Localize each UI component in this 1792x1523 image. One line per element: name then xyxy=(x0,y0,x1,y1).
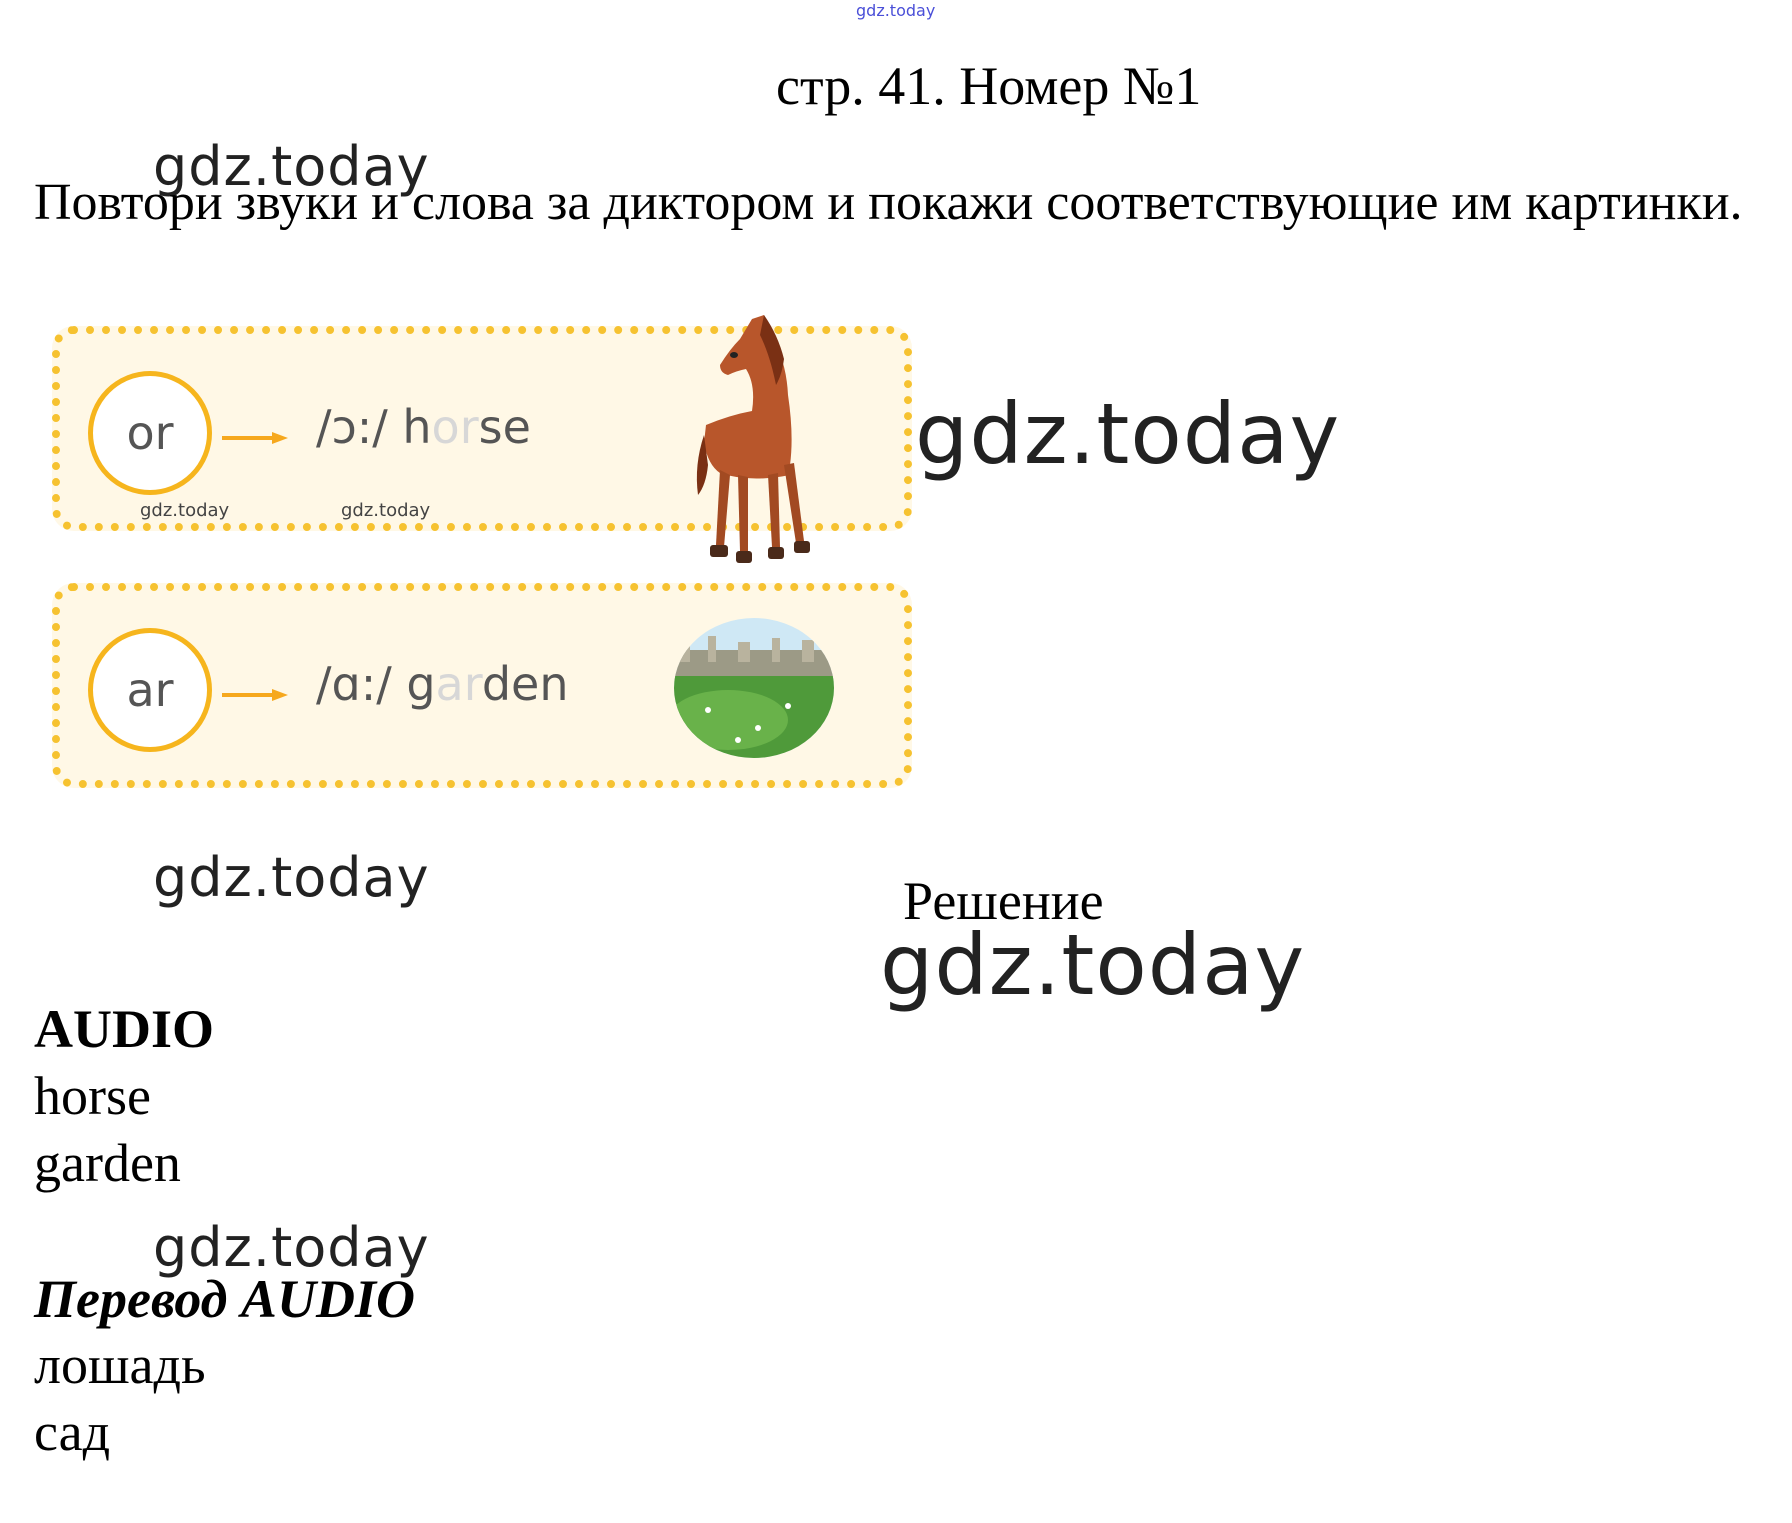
letters-circle: or xyxy=(88,371,212,495)
watermark: gdz.today xyxy=(153,135,430,198)
audio-word: horse xyxy=(34,1066,151,1126)
audio-heading: AUDIO xyxy=(34,999,215,1059)
audio-word: garden xyxy=(34,1133,181,1193)
watermark: gdz.today xyxy=(153,1216,430,1279)
phonetic-word: /ɔ:/ horse xyxy=(316,400,531,454)
watermark-small: gdz.today xyxy=(341,500,431,521)
task-instruction: Повтори звуки и слова за диктором и пока… xyxy=(34,174,1743,231)
solution-heading: Решение xyxy=(903,871,1104,931)
watermark-top: gdz.today xyxy=(856,1,936,20)
phonetic-word: /ɑ:/ garden xyxy=(316,657,568,711)
phoneme: /ɔ:/ xyxy=(316,400,388,454)
word-part: h xyxy=(402,400,432,454)
phoneme: /ɑ:/ xyxy=(316,657,392,711)
watermark: gdz.today xyxy=(153,846,430,909)
letters-circle: ar xyxy=(88,628,212,752)
translation-heading: Перевод AUDIO xyxy=(34,1269,415,1329)
letters-label: ar xyxy=(126,663,174,717)
word-part: den xyxy=(481,657,569,711)
letters-label: or xyxy=(126,406,174,460)
word-highlight: or xyxy=(431,400,479,454)
horse-image xyxy=(696,315,810,563)
watermark: gdz.today xyxy=(880,916,1306,1014)
word-part: se xyxy=(478,400,531,454)
page-title: стр. 41. Номер №1 xyxy=(776,56,1202,116)
garden-image xyxy=(674,618,834,758)
translation-word: сад xyxy=(34,1402,111,1462)
translation-word: лошадь xyxy=(34,1335,206,1395)
arrow-right-icon xyxy=(222,689,288,701)
word-part: g xyxy=(406,657,436,711)
word-highlight: ar xyxy=(435,657,482,711)
arrow-right-icon xyxy=(222,432,288,444)
watermark-small: gdz.today xyxy=(140,500,230,521)
watermark: gdz.today xyxy=(915,385,1341,483)
